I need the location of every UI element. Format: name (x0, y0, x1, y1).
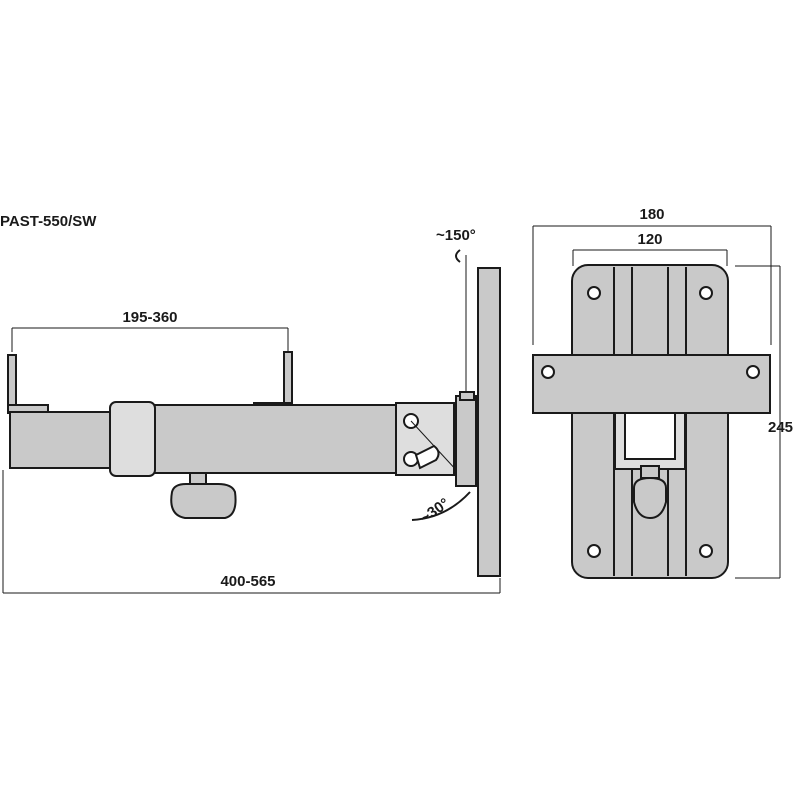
dimension-hole-spacing: 120 (572, 231, 728, 266)
front-view: 180 120 245 (532, 206, 793, 579)
front-bracket (614, 412, 686, 520)
clamp-range-label: 195-360 (122, 309, 177, 326)
tilt-label: ~30° (417, 495, 453, 527)
tilt-joint: ~30° (395, 402, 471, 527)
dimension-plate-width: 180 (532, 206, 772, 345)
mounting-holes (587, 286, 713, 558)
model-title: PAST-550/SW (0, 213, 97, 230)
mounting-hole (587, 544, 601, 558)
mounting-hole (699, 286, 713, 300)
dimension-plate-height: 245 (735, 265, 793, 579)
cross-bar-hole-left (541, 365, 555, 379)
tube-collar (109, 401, 156, 477)
total-length-label: 400-565 (220, 573, 275, 590)
wall-plate-side (477, 267, 501, 577)
plate-height-label: 245 (768, 419, 793, 436)
plate-width-label: 180 (639, 206, 664, 223)
dimension-clamp-range: 195-360 (11, 309, 289, 352)
mounting-hole (699, 544, 713, 558)
locking-knob (170, 472, 237, 519)
swivel-bearing: ~150° (436, 227, 477, 487)
outer-tube (149, 404, 397, 474)
mounting-hole (587, 286, 601, 300)
swivel-label: ~150° (436, 227, 476, 244)
clamp-jaw-right (253, 351, 293, 412)
clamp-jaw-left (7, 354, 49, 414)
dimension-total-length: 400-565 (2, 470, 501, 594)
hole-spacing-label: 120 (637, 231, 662, 248)
inner-tube (9, 411, 116, 469)
cross-bar (532, 354, 771, 414)
cross-bar-hole-right (746, 365, 760, 379)
side-view: 195-360 ~30° (2, 227, 501, 594)
